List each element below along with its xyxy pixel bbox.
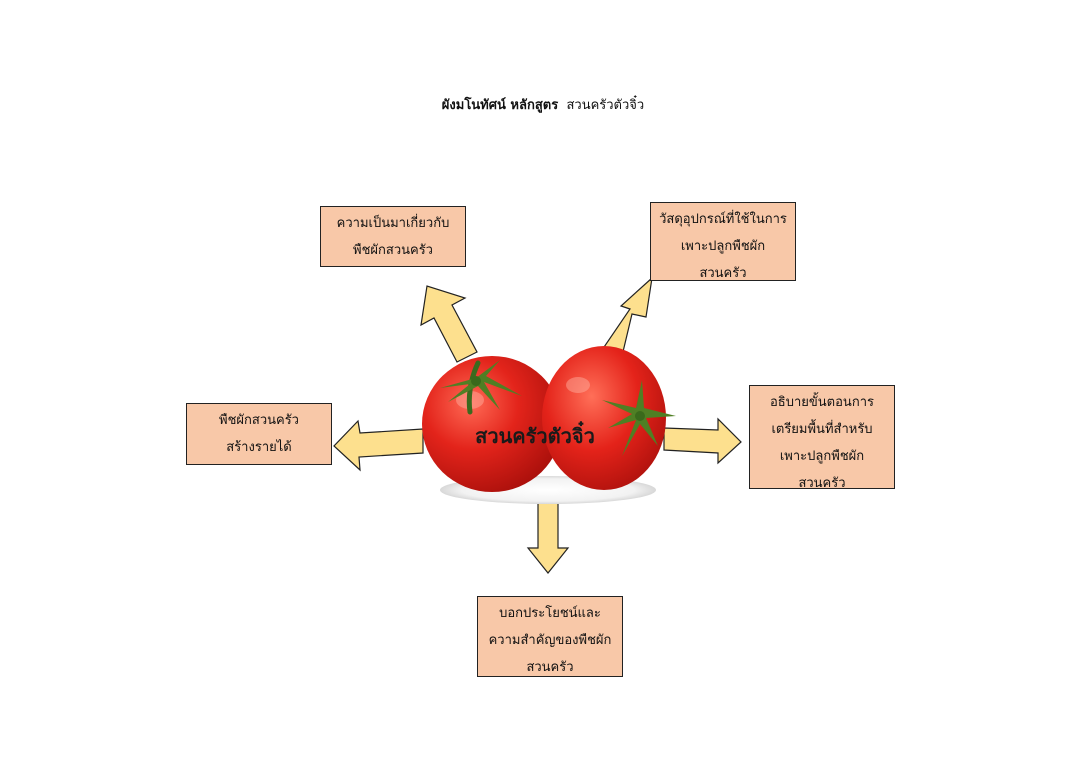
box-history: ความเป็นมาเกี่ยวกับ พืชผักสวนครัว	[320, 206, 466, 267]
box-preparation-line-2: เตรียมพื้นที่สำหรับ	[771, 422, 873, 437]
box-preparation-line-1: อธิบายขั้นตอนการ	[770, 395, 874, 410]
box-income-line-1: พืชผักสวนครัว	[219, 413, 299, 428]
box-income-line-2: สร้างรายได้	[226, 440, 292, 455]
box-preparation-line-4: สวนครัว	[798, 476, 846, 489]
box-benefits: บอกประโยชน์และ ความสำคัญของพืชผัก สวนครั…	[477, 596, 623, 677]
arrow-down	[526, 497, 570, 574]
box-benefits-line-2: ความสำคัญของพืชผัก	[488, 633, 612, 648]
title-rest: สวนครัวตัวจิ๋ว	[566, 98, 645, 113]
box-materials: วัสดุอุปกรณ์ที่ใช้ในการ เพาะปลูกพืชผัก ส…	[650, 202, 796, 281]
title-bold: ผังมโนทัศน์ หลักสูตร	[441, 98, 559, 113]
box-history-line-2: พืชผักสวนครัว	[353, 243, 433, 258]
box-preparation: อธิบายขั้นตอนการ เตรียมพื้นที่สำหรับ เพา…	[749, 385, 895, 489]
box-benefits-line-3: สวนครัว	[526, 660, 574, 675]
arrow-up-left	[420, 285, 478, 363]
arrow-left	[333, 419, 424, 472]
arrow-up-right	[601, 276, 653, 357]
page-title: ผังมโนทัศน์ หลักสูตร สวนครัวตัวจิ๋ว	[0, 94, 1086, 115]
tomato-left	[422, 356, 562, 492]
box-benefits-line-1: บอกประโยชน์และ	[499, 606, 601, 621]
box-materials-line-2: เพาะปลูกพืชผัก	[680, 239, 766, 254]
box-materials-line-1: วัสดุอุปกรณ์ที่ใช้ในการ	[659, 212, 787, 227]
box-preparation-line-3: เพาะปลูกพืชผัก	[779, 449, 865, 464]
center-topic-label: สวนครัวตัวจิ๋ว	[475, 424, 595, 448]
tomato-right	[542, 346, 676, 490]
box-history-line-1: ความเป็นมาเกี่ยวกับ	[336, 216, 450, 231]
box-materials-line-3: สวนครัว	[699, 266, 747, 281]
arrow-right	[663, 417, 742, 465]
box-income: พืชผักสวนครัว สร้างรายได้	[186, 403, 332, 465]
